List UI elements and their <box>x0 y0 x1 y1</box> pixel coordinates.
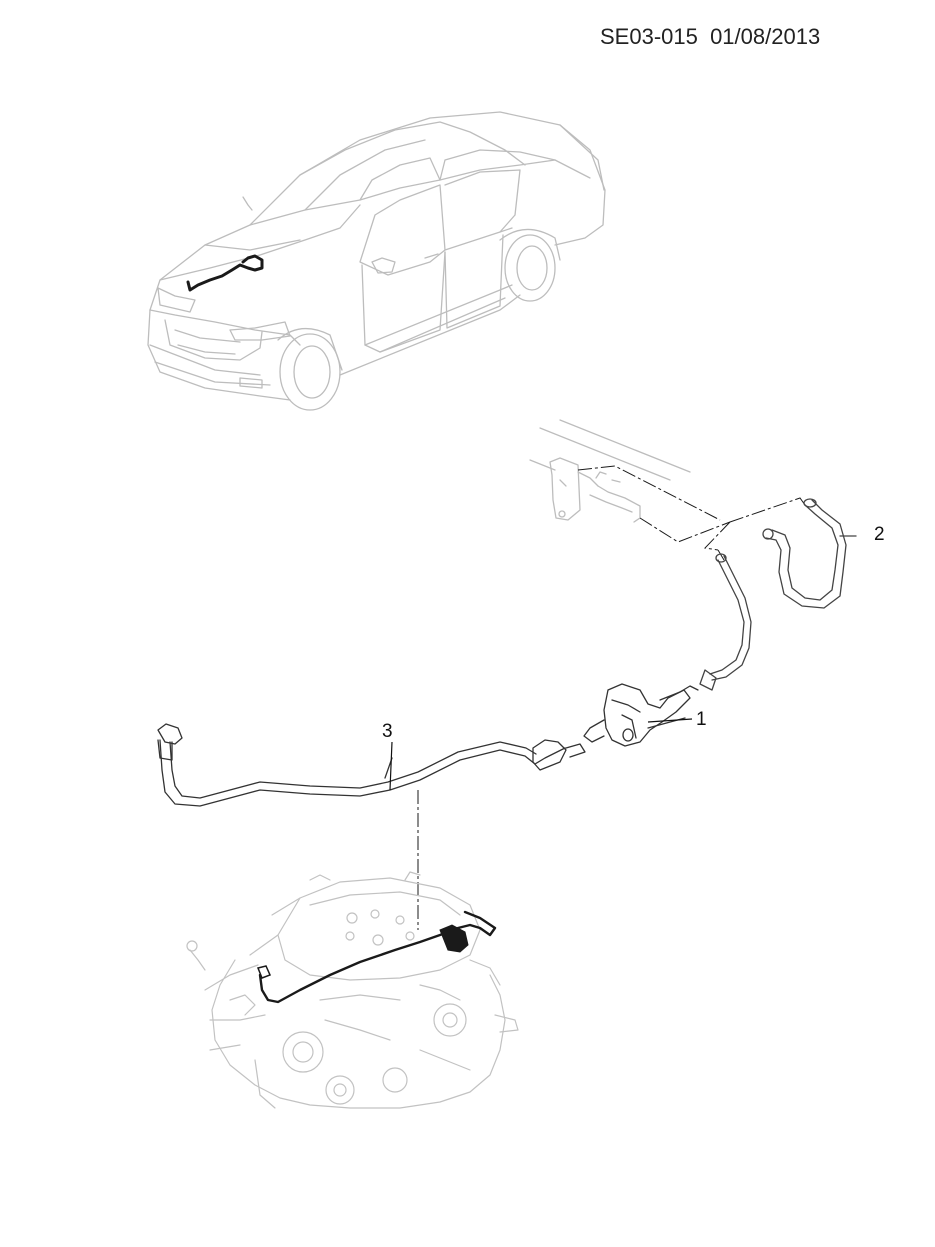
engine-hose-highlight <box>258 910 497 1004</box>
car-hose-highlight <box>186 254 264 292</box>
document-code: SE03-015 01/08/2013 <box>600 24 821 49</box>
vacuum-pipe-upper <box>699 553 752 691</box>
hose-part-2 <box>762 498 857 609</box>
engine-hose-end-fitting <box>256 965 272 979</box>
body-bracket-illustration <box>529 419 691 523</box>
dashed-leader-lines <box>417 465 806 930</box>
engine-check-valve <box>439 924 469 953</box>
engine-illustration <box>186 871 519 1109</box>
callout-3: 3 <box>382 721 393 742</box>
vacuum-hose-part-3 <box>157 723 586 807</box>
callout-2: 2 <box>874 524 885 545</box>
callout-leaders <box>389 718 693 791</box>
vehicle-illustration <box>147 111 606 411</box>
check-valve-part-1 <box>583 683 699 747</box>
callout-1: 1 <box>696 709 707 730</box>
